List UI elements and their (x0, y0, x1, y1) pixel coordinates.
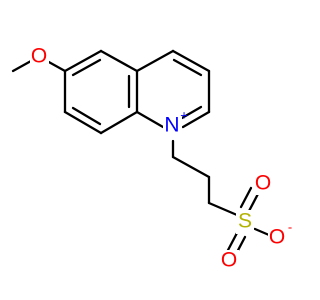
bond-c8-c7 (63, 110, 103, 135)
atom-o-methoxy-bg (30, 46, 49, 68)
bond-group (11, 49, 271, 258)
bond-s-o-upper-b (247, 190, 261, 213)
bond-c2-n (181, 110, 211, 129)
atom-label-group: O N + S O O O - (30, 45, 292, 272)
bond-n-c8a (135, 110, 165, 129)
atom-o-minus: O - (268, 219, 292, 249)
atom-n-bg (163, 113, 182, 137)
bond-c8a-c8 (99, 110, 139, 135)
atom-o-minus-charge: - (288, 219, 292, 234)
atom-n: N + (163, 107, 188, 137)
atom-o-methoxy: O (30, 45, 49, 68)
atom-o-sulfonyl-upper-label: O (255, 172, 271, 195)
atom-s: S (236, 210, 254, 234)
bond-c2-n-inner (180, 105, 203, 120)
atom-o-sulfonyl-lower: O (220, 249, 239, 272)
atom-o-sulfonyl-upper-bg (254, 173, 273, 195)
atom-n-label: N (164, 114, 179, 137)
bond-o-c6 (45, 59, 67, 73)
atom-o-minus-label: O (269, 226, 285, 249)
bond-c4a-c4 (135, 49, 175, 73)
bond-s-o-minus (253, 227, 271, 237)
bond-c8-c7-inner (71, 106, 102, 126)
bond-c4-c3-inner (172, 58, 203, 77)
molecule-structure-diagram: O N + S O O O - (11, 45, 292, 272)
atom-o-sulfonyl-lower-bg (220, 250, 239, 272)
atom-o-sulfonyl-upper: O (254, 172, 273, 195)
atom-o-sulfonyl-lower-label: O (221, 249, 237, 272)
bond-c5-c4a (99, 49, 139, 73)
atom-n-charge: + (180, 107, 188, 122)
bond-s-o-upper-a (239, 186, 253, 209)
bond-methyl-o (11, 59, 33, 73)
bond-cc-s (207, 201, 239, 217)
bond-c6-c5 (63, 49, 103, 73)
bond-c5-c5-inner (71, 58, 102, 77)
atom-s-label: S (238, 210, 252, 233)
atom-s-bg (236, 210, 254, 234)
bond-s-o-lower-a (225, 231, 239, 254)
atom-o-methoxy-label: O (31, 45, 47, 68)
bond-ca-cb (171, 155, 211, 179)
bond-c4-c3 (171, 49, 211, 73)
atom-o-minus-bg (268, 227, 287, 249)
